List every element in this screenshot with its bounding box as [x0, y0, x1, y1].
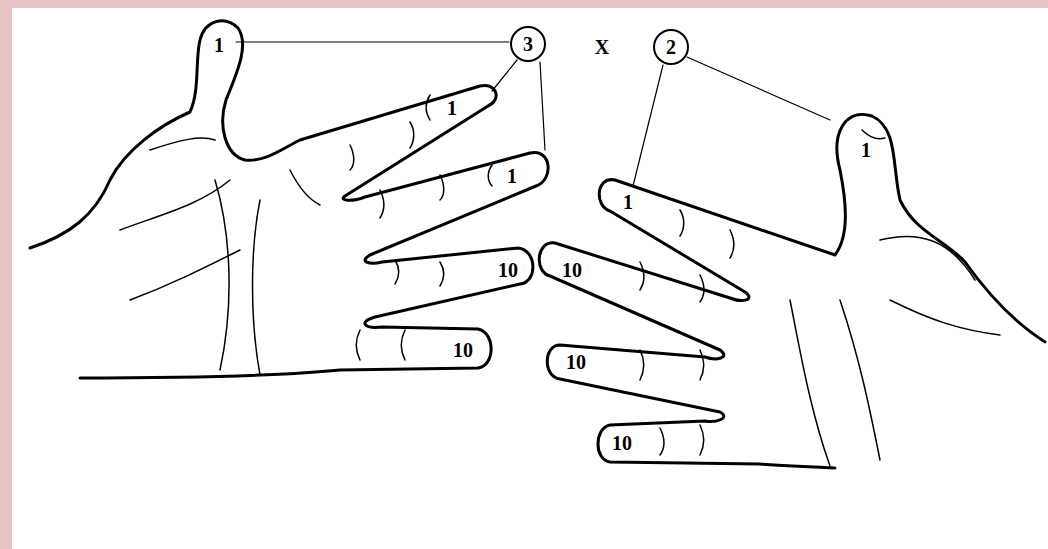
factor-circle: 2 [653, 29, 689, 65]
left-hand-outline [30, 21, 548, 378]
finger-number: 1 [859, 139, 873, 161]
finger-number: 10 [451, 339, 475, 361]
factor-number: 2 [666, 37, 676, 57]
finger-number: 1 [212, 34, 226, 56]
finger-number: 1 [621, 191, 635, 213]
leader-lines [236, 42, 830, 186]
finger-number: 1 [445, 97, 459, 119]
right-hand-creases [640, 130, 1000, 466]
finger-number: 10 [560, 259, 584, 281]
times-sign: X [593, 36, 611, 58]
left-hand-creases [120, 95, 492, 375]
factor-circle: 3 [510, 26, 546, 62]
finger-number: 1 [505, 165, 519, 187]
finger-number: 10 [496, 259, 520, 281]
factor-number: 3 [523, 34, 533, 54]
right-hand-outline [539, 114, 1045, 468]
finger-number: 10 [610, 432, 634, 454]
finger-number: 10 [564, 351, 588, 373]
